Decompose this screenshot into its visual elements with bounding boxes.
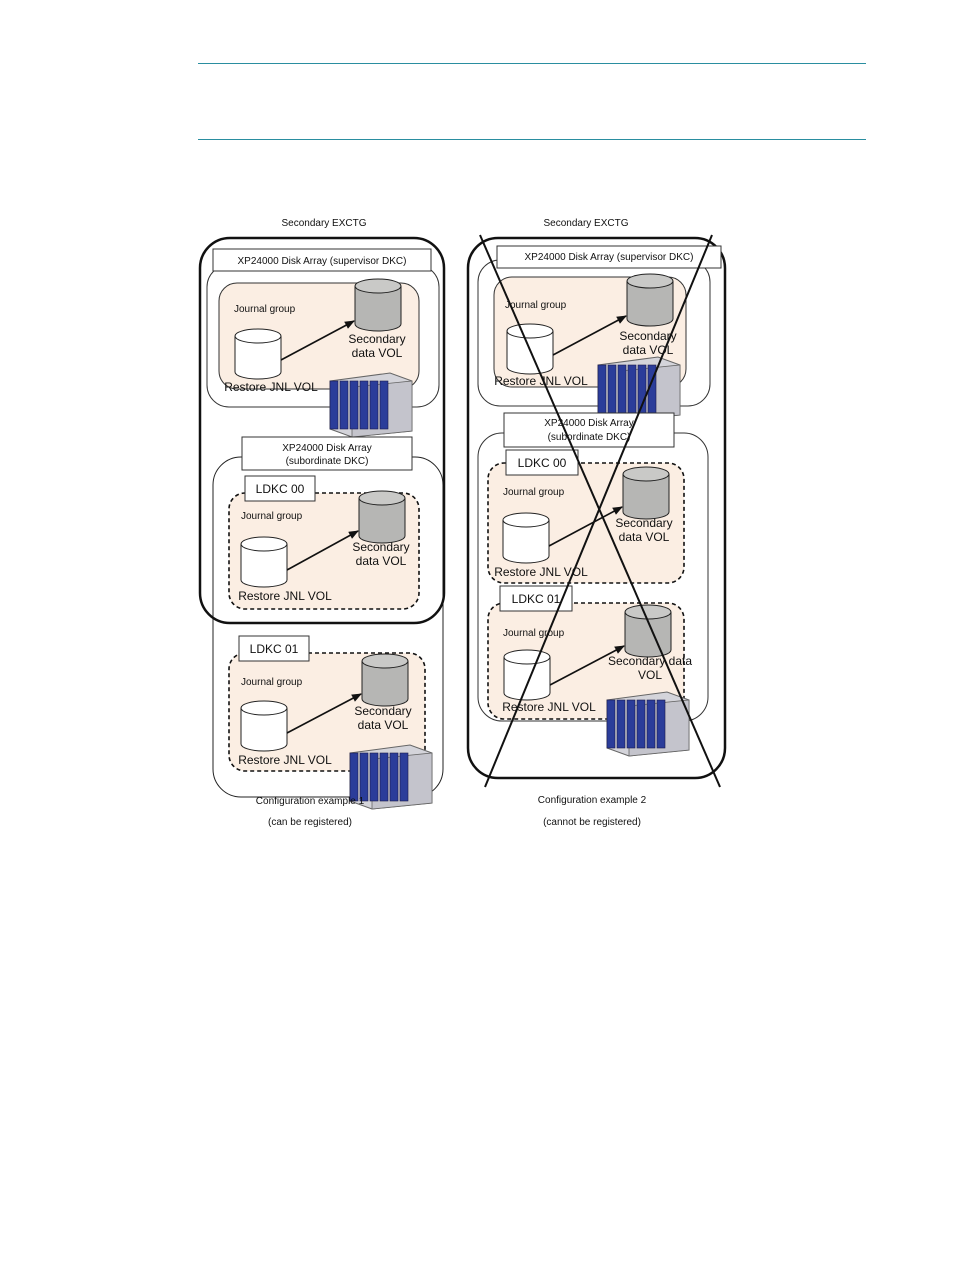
config2-ldkc00-secondary-disk xyxy=(622,466,670,520)
exctg-configuration-figure: Secondary EXCTG XP24000 Disk Array (supe… xyxy=(198,218,727,828)
config2-ldkc01-secondary-line1: Secondary data xyxy=(608,654,692,668)
config2-ldkc01-arrow xyxy=(549,645,625,686)
config1-ldkc00-arrow xyxy=(286,530,359,571)
config1-ldkc01-label-box xyxy=(238,635,310,662)
config1-supervisor-array-label: XP24000 Disk Array (supervisor DKC) xyxy=(238,256,407,267)
config1-supervisor-secondary-line2: data VOL xyxy=(352,346,403,360)
config2-ldkc01-label: LDKC 01 xyxy=(512,592,561,606)
config2-ldkc00-restore-label: Restore JNL VOL xyxy=(494,565,588,579)
config2-exctg-label: Secondary EXCTG xyxy=(543,218,628,229)
top-divider-rule xyxy=(198,63,866,64)
config1-ldkc00-secondary-line1: Secondary xyxy=(352,540,409,554)
config2-caption-line1: Configuration example 2 xyxy=(538,795,647,806)
config1-ldkc01-journal-label: Journal group xyxy=(241,677,303,688)
config2-ldkc00-label-box xyxy=(505,449,579,476)
config2-ldkc00-secondary-line2: data VOL xyxy=(619,530,670,544)
config-example-2: Secondary EXCTG XP24000 Disk Array (supe… xyxy=(466,218,727,828)
config2-ldkc01-restore-disk xyxy=(503,649,551,701)
config1-exctg-label: Secondary EXCTG xyxy=(281,218,366,229)
config2-supervisor-label-box xyxy=(496,245,722,269)
config1-ldkc00-label-box xyxy=(244,475,316,502)
config1-ldkc00-secondary-line2: data VOL xyxy=(356,554,407,568)
config1-supervisor-journal-label: Journal group xyxy=(234,304,296,315)
config1-supervisor-arrow xyxy=(280,320,355,361)
config1-ldkc01-restore-label: Restore JNL VOL xyxy=(238,753,332,767)
config2-ldkc01-journal-label: Journal group xyxy=(503,628,565,639)
config2-exctg-boundary xyxy=(466,236,727,780)
config2-ldkc01-secondary-line2: VOL xyxy=(638,668,662,682)
config2-supervisor-journal-label: Journal group xyxy=(505,300,567,311)
config1-supervisor-restore-disk xyxy=(234,328,282,380)
config1-supervisor-label-box xyxy=(212,248,432,272)
config2-invalid-cross-line-2 xyxy=(484,234,713,788)
config2-invalid-cross-line-1 xyxy=(479,234,721,788)
config2-ldkc00-restore-disk xyxy=(502,512,550,564)
config2-ldkc00-label: LDKC 00 xyxy=(518,456,567,470)
config2-ldkc01-restore-label: Restore JNL VOL xyxy=(502,700,596,714)
config1-supervisor-secondary-line1: Secondary xyxy=(348,332,405,346)
config1-ldkc00-journal-label: Journal group xyxy=(241,511,303,522)
config1-ldkc01-secondary-disk xyxy=(361,653,409,707)
config1-ldkc01-label: LDKC 01 xyxy=(250,642,299,656)
config1-subordinate-label-box xyxy=(241,436,413,471)
config2-supervisor-secondary-line1: Secondary xyxy=(619,329,676,343)
config2-ldkc01-secondary-disk xyxy=(624,604,672,658)
config-example-1: Secondary EXCTG XP24000 Disk Array (supe… xyxy=(198,218,446,828)
config2-supervisor-secondary-line2: data VOL xyxy=(623,343,674,357)
config1-ldkc00-secondary-disk xyxy=(358,490,406,544)
config1-subordinate-array-line2: (subordinate DKC) xyxy=(286,456,369,467)
config1-subordinate-array-line1: XP24000 Disk Array xyxy=(282,443,372,454)
config2-supervisor-arrow xyxy=(552,315,627,356)
config2-subordinate-array-line2: (subordinate DKC) xyxy=(548,432,631,443)
config1-caption-line2: (can be registered) xyxy=(268,817,352,828)
config2-subordinate-array-line1: XP24000 Disk Array xyxy=(544,418,634,429)
config1-ldkc00-restore-disk xyxy=(240,536,288,588)
config1-ldkc00-restore-label: Restore JNL VOL xyxy=(238,589,332,603)
config2-caption-line2: (cannot be registered) xyxy=(543,817,641,828)
config1-ldkc01-secondary-line2: data VOL xyxy=(358,718,409,732)
config2-subordinate-storage-rack-icon xyxy=(606,691,690,757)
config1-ldkc01-restore-disk xyxy=(240,700,288,752)
config2-supervisor-restore-label: Restore JNL VOL xyxy=(494,374,588,388)
config2-ldkc00-secondary-line1: Secondary xyxy=(615,516,672,530)
config1-ldkc01-arrow xyxy=(286,693,362,734)
config2-subordinate-label-box xyxy=(503,412,675,448)
config2-ldkc00-arrow xyxy=(548,506,623,547)
config1-supervisor-secondary-disk xyxy=(354,278,402,332)
config1-supervisor-storage-rack-icon xyxy=(329,372,413,438)
config2-ldkc00-journal-label: Journal group xyxy=(503,487,565,498)
config2-supervisor-array-label: XP24000 Disk Array (supervisor DKC) xyxy=(525,252,694,263)
config2-supervisor-secondary-disk xyxy=(626,273,674,327)
config1-ldkc01-secondary-line1: Secondary xyxy=(354,704,411,718)
config1-supervisor-restore-label: Restore JNL VOL xyxy=(224,380,318,394)
bottom-divider-rule xyxy=(198,139,866,140)
config1-ldkc00-label: LDKC 00 xyxy=(256,482,305,496)
config1-caption-line1: Configuration example 1 xyxy=(256,796,365,807)
config1-exctg-boundary xyxy=(198,236,446,625)
